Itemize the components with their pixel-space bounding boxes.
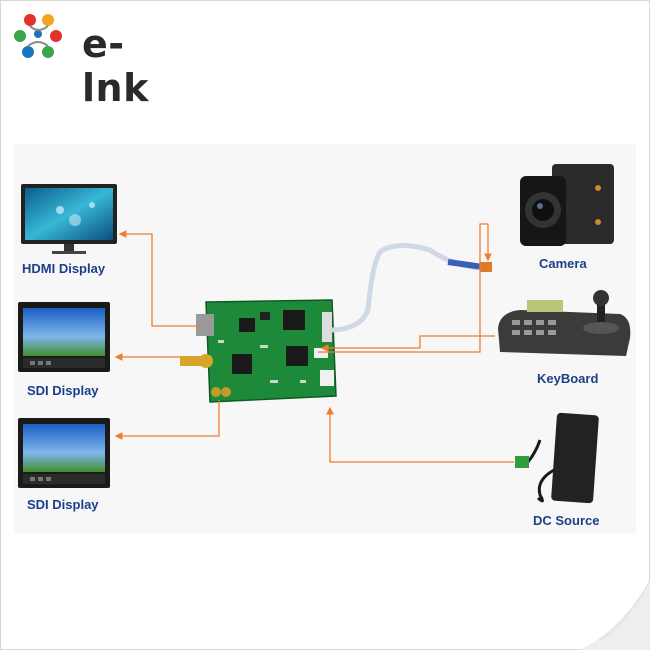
- ptz-keyboard-icon: [498, 290, 631, 356]
- camera-label: Camera: [539, 256, 587, 271]
- dc-connection: [326, 406, 514, 463]
- sdi-display-1-label: SDI Display: [27, 383, 99, 398]
- camera-cable: [329, 243, 479, 333]
- hdmi-display-label: HDMI Display: [22, 261, 106, 276]
- camera-icon: [520, 164, 614, 246]
- sdi-display-2-label: SDI Display: [27, 497, 99, 512]
- page-curl: [580, 579, 650, 650]
- camera-connection: [318, 223, 488, 353]
- hdmi-monitor-icon: [21, 184, 117, 254]
- brand-logo-icon: [14, 14, 62, 58]
- dc-source-label: DC Source: [533, 513, 600, 528]
- hdmi-connection: [118, 230, 200, 327]
- keyboard-connection: [320, 335, 495, 352]
- keyboard-label: KeyBoard: [537, 371, 599, 386]
- brand-name: e-lnk: [82, 22, 149, 110]
- power-adapter-icon: [515, 412, 599, 504]
- sdi2-connection: [114, 400, 220, 440]
- connection-lines: [114, 223, 514, 463]
- sdi-monitor-1-icon: [18, 302, 110, 372]
- pcb-board-icon: [180, 299, 337, 403]
- brand-logo: e-lnk: [10, 8, 190, 110]
- sdi-monitor-2-icon: [18, 418, 110, 488]
